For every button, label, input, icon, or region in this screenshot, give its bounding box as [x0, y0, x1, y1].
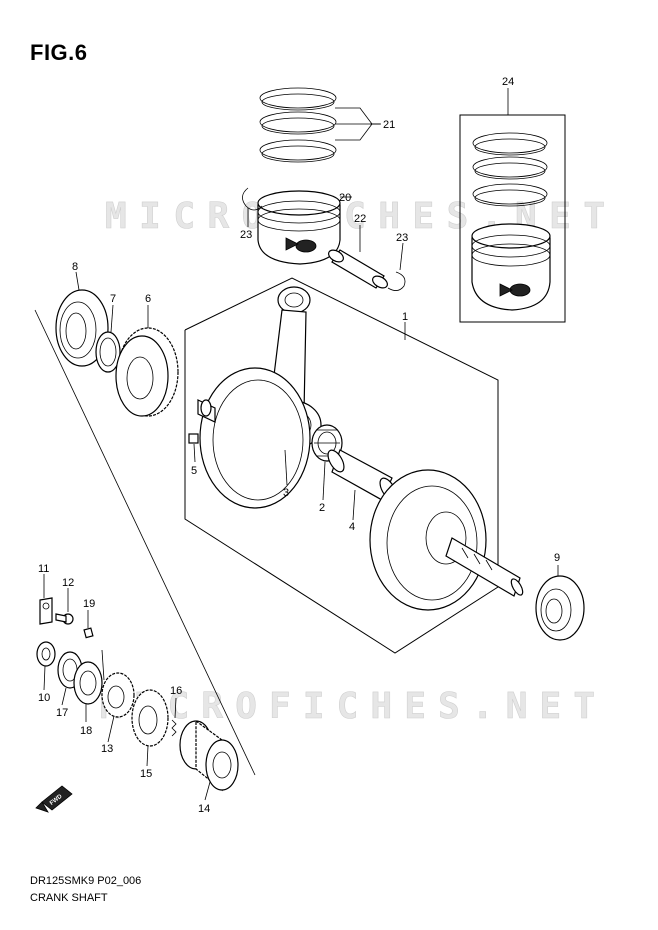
callout-18: 18	[80, 725, 92, 737]
pump-drive-gear	[131, 689, 169, 747]
callout-17: 17	[56, 707, 68, 719]
fwd-direction-badge: FWD	[35, 785, 73, 813]
callout-5: 5	[191, 465, 197, 477]
callout-1: 1	[402, 311, 408, 323]
callout-labels: 1 2 3 4 5 6 7 8 9 10 11 12 13 14 15 16 1…	[38, 76, 560, 815]
spacer-ring	[95, 331, 121, 373]
piston-pin-circlip-right	[387, 271, 406, 291]
callout-3: 3	[283, 487, 289, 499]
bolt	[55, 613, 74, 625]
callout-14: 14	[198, 803, 210, 815]
assembly-guide-line	[34, 309, 256, 776]
callout-24: 24	[502, 76, 514, 88]
crank-web-left	[197, 367, 311, 509]
callout-19: 19	[83, 598, 95, 610]
gear-spacer	[73, 661, 103, 705]
callout-13: 13	[101, 743, 113, 755]
lock-washer	[39, 597, 53, 625]
callout-21: 21	[383, 119, 395, 131]
watermark-bottom: MICROFICHES.NET	[100, 686, 595, 727]
callout-15: 15	[140, 768, 152, 780]
callout-20: 20	[339, 192, 351, 204]
crank-web-right	[369, 469, 524, 611]
primary-drive-gear	[115, 327, 179, 417]
piston-ring-set	[259, 87, 380, 163]
piston	[257, 190, 352, 265]
callout-11: 11	[38, 563, 49, 575]
piston-ring-assembly-box	[459, 114, 566, 323]
gear-spring	[171, 719, 177, 737]
callout-16: 16	[170, 685, 182, 697]
callout-22: 22	[354, 213, 366, 225]
callout-7: 7	[110, 293, 116, 305]
woodruff-key	[83, 627, 94, 639]
callout-6: 6	[145, 293, 151, 305]
figure-title: FIG.6	[30, 40, 88, 65]
callout-4: 4	[349, 521, 355, 533]
callout-23-right: 23	[396, 232, 408, 244]
piston-pin-circlip-left	[242, 187, 263, 211]
crank-nut	[36, 641, 56, 667]
crank-bearing-right	[535, 575, 585, 641]
callout-8: 8	[72, 261, 78, 273]
balancer-drive-gear	[101, 672, 135, 718]
leader-lines	[43, 88, 559, 801]
diagram-name: CRANK SHAFT	[30, 892, 108, 904]
diagram-code: DR125SMK9 P02_006	[30, 875, 142, 887]
callout-10: 10	[38, 692, 50, 704]
callout-12: 12	[62, 577, 74, 589]
crank-key-pin	[188, 433, 199, 444]
callout-9: 9	[554, 552, 560, 564]
crank-bearing-left	[55, 289, 109, 367]
callout-2: 2	[319, 502, 325, 514]
callout-23-left: 23	[240, 229, 252, 241]
piston-pin	[328, 249, 388, 289]
crank-drive-gear	[179, 719, 239, 792]
